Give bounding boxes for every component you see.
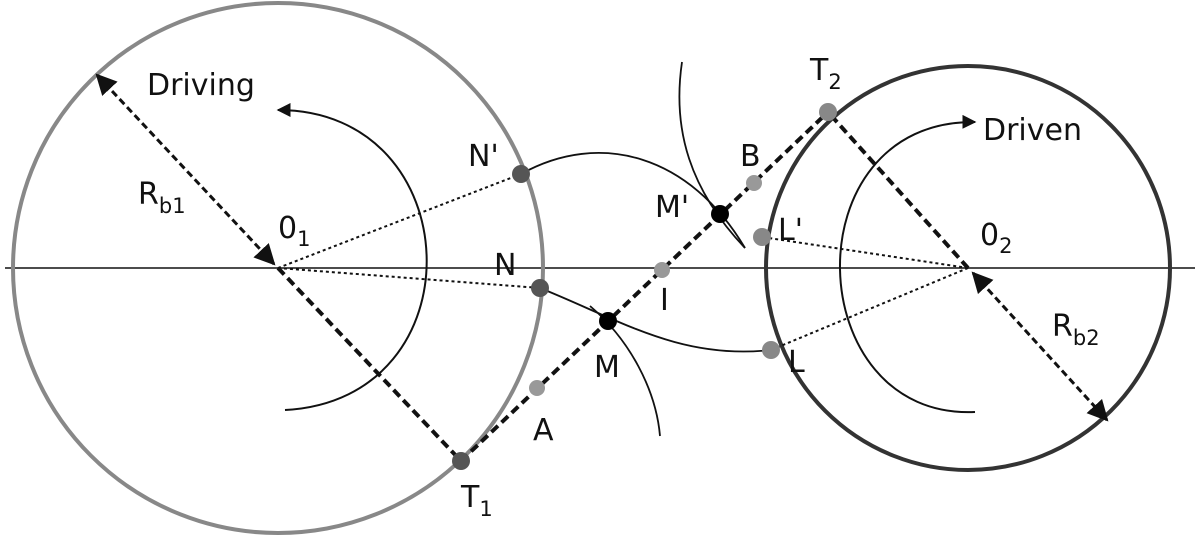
tooth-profile-upper bbox=[678, 61, 746, 249]
point-l-prime bbox=[753, 228, 771, 246]
involute-arc-lower bbox=[539, 287, 772, 353]
l-label: L bbox=[788, 345, 805, 380]
point-n-prime bbox=[512, 165, 530, 183]
point-t2 bbox=[819, 103, 837, 121]
o1-label: 01 bbox=[278, 211, 310, 251]
rb1-label: Rb1 bbox=[138, 177, 186, 218]
point-n bbox=[531, 279, 549, 297]
point-a bbox=[529, 380, 545, 396]
m-label: M bbox=[594, 350, 620, 385]
rb1-dimension-arrow bbox=[95, 73, 276, 266]
driving-rotation-arrow bbox=[276, 103, 428, 411]
ray-o1-n bbox=[277, 267, 541, 289]
t1-label: T1 bbox=[460, 480, 493, 521]
t2-label: T2 bbox=[809, 53, 842, 94]
o2-label: 02 bbox=[980, 218, 1012, 258]
driving-label: Driving bbox=[147, 68, 255, 103]
point-i bbox=[654, 262, 670, 278]
point-b bbox=[746, 175, 762, 191]
point-t1 bbox=[452, 452, 470, 470]
ray-o2-l bbox=[770, 267, 969, 351]
m-prime-label: M' bbox=[655, 190, 689, 225]
point-m-prime bbox=[711, 205, 729, 223]
driven-base-circle bbox=[764, 64, 1172, 472]
radius-driven-to-t2 bbox=[826, 110, 970, 270]
radius-driving-to-t1 bbox=[276, 266, 463, 463]
rb2-dimension-arrow bbox=[971, 271, 1109, 422]
involute-arc-upper bbox=[520, 152, 746, 249]
b-label: B bbox=[740, 139, 761, 174]
driven-rotation-arrow bbox=[839, 114, 977, 414]
line-of-action bbox=[459, 110, 830, 463]
driving-base-circle bbox=[11, 1, 545, 535]
a-label: A bbox=[533, 413, 554, 448]
rb2-label: Rb2 bbox=[1052, 309, 1100, 350]
point-l bbox=[762, 341, 780, 359]
n-label: N bbox=[494, 248, 516, 283]
point-m bbox=[599, 312, 617, 330]
ray-o1-n-prime bbox=[277, 173, 522, 269]
driven-label: Driven bbox=[983, 113, 1082, 148]
ray-o2-l-prime bbox=[761, 236, 969, 269]
n-prime-label: N' bbox=[468, 139, 499, 174]
i-label: I bbox=[660, 283, 669, 318]
l-prime-label: L' bbox=[778, 213, 803, 248]
